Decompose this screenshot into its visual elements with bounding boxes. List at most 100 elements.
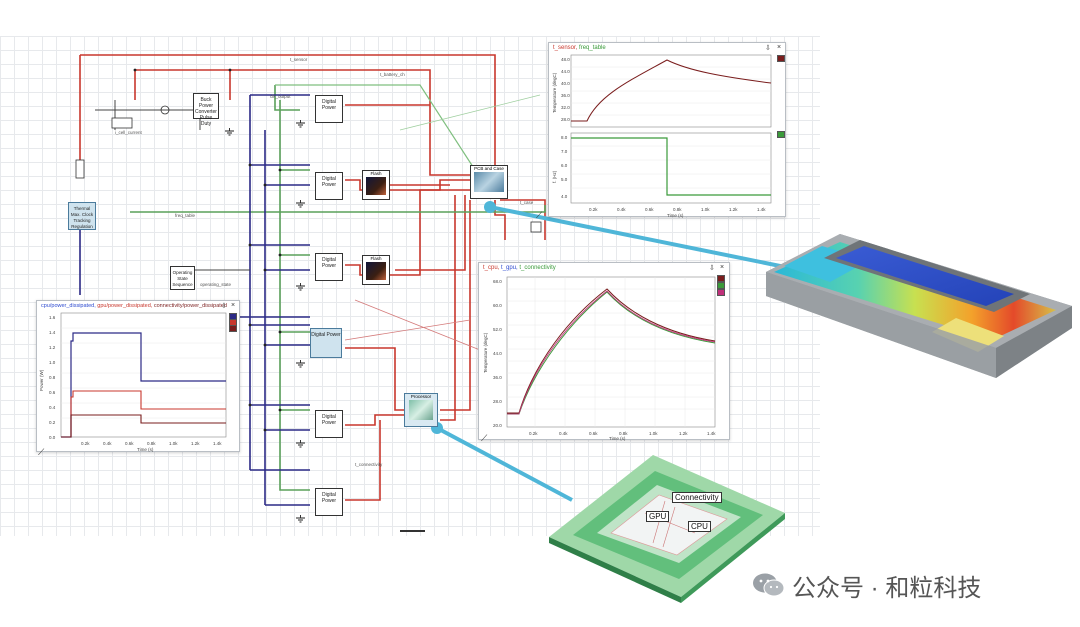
digital-power-block[interactable]: Digital Power (315, 172, 343, 200)
legend-swatch[interactable] (717, 289, 725, 296)
plot-title: cpu/power_dissipated, gpu/power_dissipat… (41, 303, 227, 309)
operating-state-block[interactable]: Operating State Sequence (170, 266, 195, 290)
y-tick: 32.0 (561, 105, 570, 110)
digital-power-block[interactable]: Digital Power (315, 410, 343, 438)
plot-title-series-b: freq_table (579, 45, 606, 51)
x-tick: 1.0k (169, 441, 178, 446)
x-axis-label: Time (s) (609, 436, 626, 441)
cpu-callout: CPU (688, 521, 711, 532)
wire-label: t_case (520, 200, 534, 205)
y-tick: 0.2 (49, 420, 56, 425)
legend-swatch[interactable] (229, 325, 237, 332)
pin-icon[interactable]: ⇩ (709, 265, 715, 272)
y-tick: 7.0 (561, 149, 568, 154)
processor-package-3d-render (549, 455, 785, 603)
flash-block[interactable]: Flash (362, 255, 390, 285)
plot-window-power[interactable]: cpu/power_dissipated, gpu/power_dissipat… (36, 300, 240, 452)
plot-title-series-c: connectivity/power_dissipated (153, 303, 227, 309)
x-tick: 1.4k (757, 207, 766, 212)
x-tick: 0.2k (529, 431, 538, 436)
wire-label: operating_state (200, 282, 232, 287)
digital-power-block-selected[interactable]: Digital Power (310, 328, 342, 358)
thermal-regulation-block[interactable]: Thermal Max. Clock Tracking Regulation (68, 202, 96, 230)
ground-icon (225, 128, 234, 136)
y-tick: 36.0 (561, 93, 570, 98)
legend-swatch[interactable] (777, 131, 785, 138)
x-tick: 1.4k (707, 431, 716, 436)
plot-title-series-b: t_gpu, (501, 265, 518, 271)
pcb-case-block[interactable]: PCB and Case (470, 165, 508, 199)
legend-swatch[interactable] (717, 275, 725, 282)
wire-label: t_sensor (290, 57, 308, 62)
digital-power-block[interactable]: Digital Power (315, 95, 343, 123)
y-tick: 28.0 (561, 117, 570, 122)
x-tick: 0.2k (81, 441, 90, 446)
y-axis-label: Temperature (degC) (483, 332, 488, 373)
processor-thermal-icon (409, 400, 433, 420)
x-tick: 1.2k (191, 441, 200, 446)
x-tick: 0.6k (645, 207, 654, 212)
ground-icon (296, 515, 305, 523)
plot-window-sensor[interactable]: t_sensor, freq_table ⇩ × 0.2k 0.4k 0.6k … (548, 42, 786, 218)
x-tick: 0.4k (103, 441, 112, 446)
x-axis-label: Time (s) (667, 213, 684, 218)
x-tick: 0.6k (125, 441, 134, 446)
digital-power-block[interactable]: Digital Power (315, 488, 343, 516)
y-tick: 0.8 (49, 375, 56, 380)
close-icon[interactable]: × (231, 302, 236, 309)
flash-thermal-icon (366, 262, 386, 280)
flash-label: Flash (370, 171, 382, 176)
y-tick: 0.4 (49, 405, 56, 410)
y-tick: 52.0 (493, 327, 502, 332)
flash-label: Flash (370, 256, 382, 261)
pcb-thermal-icon (474, 172, 504, 192)
y-tick: 4.0 (561, 194, 568, 199)
plot-window-temperatures[interactable]: t_cpu, t_gpu, t_connectivity ⇩ × 0.2k 0.… (478, 262, 730, 441)
wechat-icon (753, 573, 785, 597)
resize-handle-icon[interactable]: ⟋ (38, 447, 45, 457)
flash-block[interactable]: Flash (362, 170, 390, 200)
ground-icon (296, 200, 305, 208)
resize-handle-icon[interactable]: ⟋ (536, 210, 543, 220)
x-tick: 0.4k (617, 207, 626, 212)
gpu-callout: GPU (646, 511, 670, 522)
processor-block[interactable]: Processor (404, 393, 438, 427)
connectivity-callout: Connectivity (672, 492, 722, 503)
pin-icon[interactable]: ⇩ (765, 45, 771, 52)
digital-power-block[interactable]: Digital Power (315, 253, 343, 281)
y-tick: 0.6 (49, 390, 56, 395)
x-tick: 1.0k (701, 207, 710, 212)
y-tick: 0.0 (49, 435, 56, 440)
plot-sensor-chart: 0.2k 0.4k 0.6k 0.8k 1.0k 1.2k 1.4k Time … (552, 54, 772, 218)
plot-title: t_sensor, freq_table (553, 45, 606, 51)
flash-thermal-icon (366, 177, 386, 195)
legend-swatch[interactable] (777, 55, 785, 62)
resize-handle-icon[interactable]: ⟋ (481, 433, 488, 443)
y-tick: 40.0 (561, 81, 570, 86)
ground-icon (296, 360, 305, 368)
ground-icon (296, 440, 305, 448)
buck-converter-block[interactable]: Buck Power Converter Pulse Duty (193, 93, 219, 127)
y-tick: 5.0 (561, 177, 568, 182)
y-tick: 68.0 (493, 279, 502, 284)
close-icon[interactable]: × (720, 264, 725, 271)
close-icon[interactable]: × (777, 44, 782, 51)
plot-title-series-a: t_cpu, (483, 265, 500, 271)
y-tick: 48.0 (561, 57, 570, 62)
y-tick: 60.0 (493, 303, 502, 308)
x-tick: 0.8k (147, 441, 156, 446)
y-tick: 1.0 (49, 360, 56, 365)
plot-title-series-a: t_sensor, (553, 45, 578, 51)
y-tick: 44.0 (493, 351, 502, 356)
x-tick: 1.2k (679, 431, 688, 436)
y-axis-label: Temperature (degC) (552, 72, 557, 113)
processor-label: Processor (410, 394, 432, 399)
legend-swatch[interactable] (717, 282, 725, 289)
wire-label: clk_output (270, 94, 291, 99)
pcb-case-label: PCB and Case (474, 166, 504, 171)
y-tick: 20.0 (493, 423, 502, 428)
y-tick: 28.0 (493, 399, 502, 404)
plot-title-series-c: t_connectivity (519, 265, 556, 271)
pin-icon[interactable]: ⇩ (221, 303, 227, 310)
wire-label: t_battery_ch (380, 72, 405, 77)
